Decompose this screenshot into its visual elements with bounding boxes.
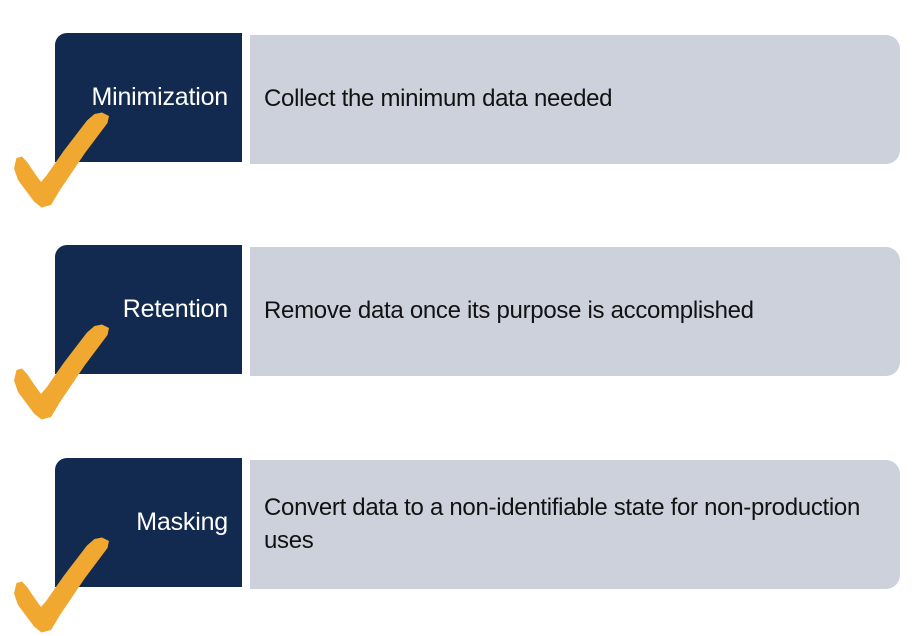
diagram-row: Collect the minimum data needed Minimiza… [0,33,924,208]
diagram-row: Remove data once its purpose is accompli… [0,245,924,420]
label-text: Retention [122,294,228,323]
description-text: Remove data once its purpose is accompli… [264,297,754,325]
label-box-retention[interactable]: Retention [55,245,242,374]
label-box-masking[interactable]: Masking [55,458,242,587]
diagram-row: Convert data to a non-identifiable state… [0,458,924,633]
label-box-minimization[interactable]: Minimization [55,33,242,162]
description-panel: Collect the minimum data needed [250,35,900,164]
description-text: Convert data to a non-identifiable state… [264,494,861,554]
description-text: Collect the minimum data needed [264,85,613,113]
description-panel: Convert data to a non-identifiable state… [250,460,900,589]
label-text: Masking [136,507,228,536]
description-panel: Remove data once its purpose is accompli… [250,247,900,376]
label-text: Minimization [91,82,228,111]
